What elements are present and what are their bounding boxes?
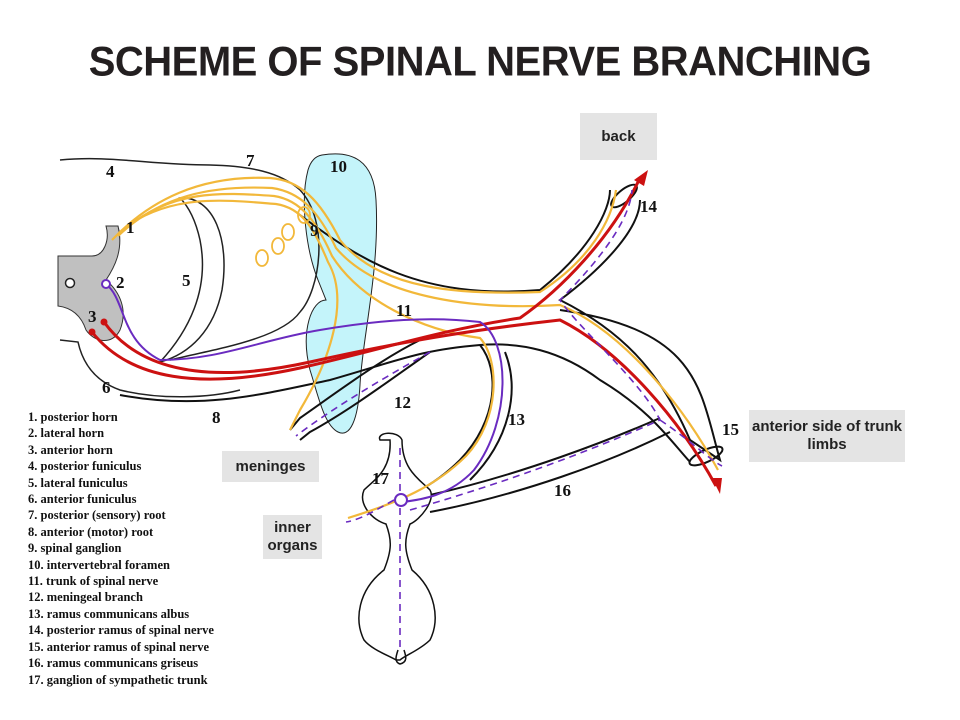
gray-matter xyxy=(57,225,124,341)
legend-item: 5. lateral funiculus xyxy=(28,475,128,490)
number-3: 3 xyxy=(88,307,97,326)
number-4: 4 xyxy=(106,162,115,181)
number-17: 17 xyxy=(372,469,390,488)
spinal-cord-edge xyxy=(169,189,320,361)
legend-item: 8. anterior (motor) root xyxy=(28,524,154,539)
legend-item: 1. posterior horn xyxy=(28,410,118,424)
legend-item: 17. ganglion of sympathetic trunk xyxy=(28,672,208,687)
legend-item: 3. anterior horn xyxy=(28,442,113,457)
motor-arrow-anterior xyxy=(712,478,722,494)
meninges-label: meninges xyxy=(235,457,306,475)
anterior-funiculus-outline xyxy=(59,339,241,398)
legend-item: 14. posterior ramus of spinal nerve xyxy=(28,623,214,638)
number-13: 13 xyxy=(508,410,525,429)
motor-fibers xyxy=(90,177,718,487)
number-1: 1 xyxy=(126,218,135,237)
legend-item: 6. anterior funiculus xyxy=(28,492,137,507)
motor-neuron-a xyxy=(88,328,96,336)
motor-arrow-back xyxy=(634,170,648,186)
anterior-ramus-cut xyxy=(688,445,724,467)
number-7: 7 xyxy=(246,151,255,170)
anterior-side-label-box: anterior side of trunk limbs xyxy=(749,410,905,462)
motor-neuron-b xyxy=(100,318,108,326)
number-10: 10 xyxy=(330,157,347,176)
legend-item: 4. posterior funiculus xyxy=(28,459,142,474)
number-5: 5 xyxy=(182,271,191,290)
legend-item: 12. meningeal branch xyxy=(28,590,143,605)
number-6: 6 xyxy=(102,378,111,397)
number-8: 8 xyxy=(212,408,221,427)
nerve-trunk-lower-outline xyxy=(119,343,691,463)
meningeal-branch xyxy=(289,339,431,441)
inner-organs-label: inner organs xyxy=(267,519,318,554)
meninges-label-box: meninges xyxy=(222,451,319,482)
lateral-horn-neuron xyxy=(101,279,111,289)
legend-list: 1. posterior horn 2. lateral horn 3. ant… xyxy=(28,409,214,688)
sympathetic-ganglion xyxy=(358,432,436,661)
organ-tube xyxy=(395,649,407,665)
legend-item: 16. ramus communicans griseus xyxy=(28,656,199,671)
number-12: 12 xyxy=(394,393,411,412)
autonomic-dashed-fibers xyxy=(295,189,723,650)
autonomic-ganglion-neuron xyxy=(394,493,408,507)
ramus-communicans-griseus xyxy=(429,417,671,513)
legend-item: 11. trunk of spinal nerve xyxy=(28,574,159,589)
spinal-cord-outline xyxy=(59,157,301,191)
legend-item: 13. ramus communicans albus xyxy=(28,606,190,621)
ganglion-cells xyxy=(255,206,311,267)
page-title: SCHEME OF SPINAL NERVE BRANCHING xyxy=(88,38,872,86)
number-11: 11 xyxy=(396,301,412,320)
sensory-fibers xyxy=(111,176,719,520)
legend-item: 7. posterior (sensory) root xyxy=(28,508,166,523)
number-2: 2 xyxy=(116,273,125,292)
legend-item: 15. anterior ramus of spinal nerve xyxy=(28,639,210,654)
number-16: 16 xyxy=(554,481,571,500)
legend-item: 2. lateral horn xyxy=(28,426,105,441)
anterior-side-label: anterior side of trunk limbs xyxy=(751,418,903,453)
legend-item: 10. intervertebral foramen xyxy=(28,557,170,572)
back-label-box: back xyxy=(580,113,657,160)
central-canal xyxy=(64,277,76,289)
lateral-funiculus-outline xyxy=(157,197,225,364)
autonomic-fibers xyxy=(105,283,504,503)
inner-organs-label-box: inner organs xyxy=(263,515,322,559)
number-15: 15 xyxy=(722,420,739,439)
back-label: back xyxy=(601,127,636,145)
number-9: 9 xyxy=(310,221,319,240)
diagram-numbers: 1 2 3 4 5 6 7 8 9 10 11 12 13 14 15 16 1… xyxy=(88,151,739,500)
legend-item: 9. spinal ganglion xyxy=(28,541,122,556)
number-14: 14 xyxy=(640,197,658,216)
